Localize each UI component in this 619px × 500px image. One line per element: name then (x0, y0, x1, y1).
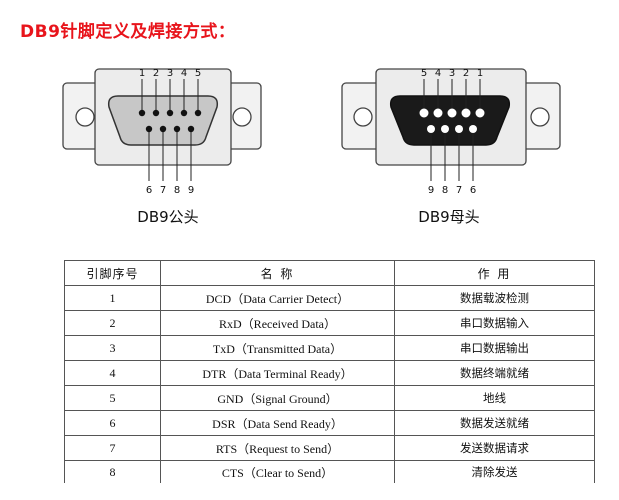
pin-7 (159, 125, 167, 133)
female-pin-label: 2 (463, 68, 469, 79)
table-row: 5 GND（Signal Ground） 地线 (64, 385, 595, 411)
signal-name: GND（Signal Ground） (160, 385, 395, 411)
pin-number: 1 (64, 285, 161, 311)
mount-hole (232, 107, 252, 127)
table-row: 3 TxD（Transmitted Data） 串口数据输出 (64, 335, 595, 361)
signal-function: 发送数据请求 (394, 435, 595, 461)
signal-function: 数据载波检测 (394, 285, 595, 311)
pin-number: 3 (64, 335, 161, 361)
mount-hole (530, 107, 550, 127)
female-pin-label: 6 (470, 185, 476, 196)
socket-9 (427, 125, 435, 133)
male-pin-label: 8 (174, 185, 180, 196)
signal-function: 串口数据输入 (394, 310, 595, 336)
table-row: 2 RxD（Received Data） 串口数据输入 (64, 310, 595, 336)
db9-connector-diagrams: 1 2 3 4 5 6 7 8 9 (62, 68, 561, 196)
male-caption: DB9公头 (137, 208, 199, 226)
table-row: 6 DSR（Data Send Ready） 数据发送就绪 (64, 410, 595, 436)
pin-4 (180, 109, 188, 117)
pin-number: 4 (64, 360, 161, 386)
pin-number: 6 (64, 410, 161, 436)
male-pin-label: 5 (195, 68, 201, 79)
table-row: 4 DTR（Data Terminal Ready） 数据终端就绪 (64, 360, 595, 386)
table-row: 8 CTS（Clear to Send） 清除发送 (64, 460, 595, 483)
signal-function: 数据发送就绪 (394, 410, 595, 436)
column-header-pin: 引脚序号 (64, 260, 161, 286)
column-header-name: 名 称 (160, 260, 395, 286)
female-pin-label: 8 (442, 185, 448, 196)
table-header-row: 引脚序号 名 称 作 用 (64, 260, 595, 286)
page-title: DB9针脚定义及焊接方式： (20, 22, 236, 42)
db9-female-connector: 5 4 3 2 1 9 8 7 6 (341, 68, 561, 196)
signal-name: DCD（Data Carrier Detect） (160, 285, 395, 311)
pin-5 (194, 109, 202, 117)
signal-name: DSR（Data Send Ready） (160, 410, 395, 436)
signal-name: RTS（Request to Send） (160, 435, 395, 461)
signal-function: 串口数据输出 (394, 335, 595, 361)
signal-name: CTS（Clear to Send） (160, 460, 395, 483)
pin-1 (138, 109, 146, 117)
male-pin-label: 2 (153, 68, 159, 79)
female-pin-label: 7 (456, 185, 462, 196)
pin-number: 7 (64, 435, 161, 461)
socket-8 (441, 125, 449, 133)
db9-male-connector: 1 2 3 4 5 6 7 8 9 (62, 68, 262, 196)
male-pin-label: 7 (160, 185, 166, 196)
pin-3 (166, 109, 174, 117)
signal-name: DTR（Data Terminal Ready） (160, 360, 395, 386)
male-pin-label: 6 (146, 185, 152, 196)
female-pin-label: 5 (421, 68, 427, 79)
female-pin-label: 3 (449, 68, 455, 79)
socket-7 (455, 125, 463, 133)
socket-2 (461, 108, 471, 118)
pin-2 (152, 109, 160, 117)
pin-number: 8 (64, 460, 161, 483)
female-pin-label: 1 (477, 68, 483, 79)
male-pin-label: 4 (181, 68, 187, 79)
column-header-function: 作 用 (394, 260, 595, 286)
female-pin-label: 9 (428, 185, 434, 196)
pin-number: 5 (64, 385, 161, 411)
pin-9 (187, 125, 195, 133)
socket-4 (433, 108, 443, 118)
male-pin-label: 9 (188, 185, 194, 196)
signal-function: 地线 (394, 385, 595, 411)
table-row: 7 RTS（Request to Send） 发送数据请求 (64, 435, 595, 461)
socket-5 (419, 108, 429, 118)
signal-name: RxD（Received Data） (160, 310, 395, 336)
male-pin-label: 3 (167, 68, 173, 79)
mount-hole (353, 107, 373, 127)
signal-function: 清除发送 (394, 460, 595, 483)
male-pin-label: 1 (139, 68, 145, 79)
pin-number: 2 (64, 310, 161, 336)
table-row: 1 DCD（Data Carrier Detect） 数据载波检测 (64, 285, 595, 311)
female-caption: DB9母头 (418, 208, 480, 226)
mount-hole (75, 107, 95, 127)
pin-6 (145, 125, 153, 133)
signal-function: 数据终端就绪 (394, 360, 595, 386)
pin-8 (173, 125, 181, 133)
pin-definition-table: 引脚序号 名 称 作 用 1 DCD（Data Carrier Detect） … (64, 260, 595, 483)
female-pin-label: 4 (435, 68, 441, 79)
socket-3 (447, 108, 457, 118)
socket-1 (475, 108, 485, 118)
signal-name: TxD（Transmitted Data） (160, 335, 395, 361)
socket-6 (469, 125, 477, 133)
